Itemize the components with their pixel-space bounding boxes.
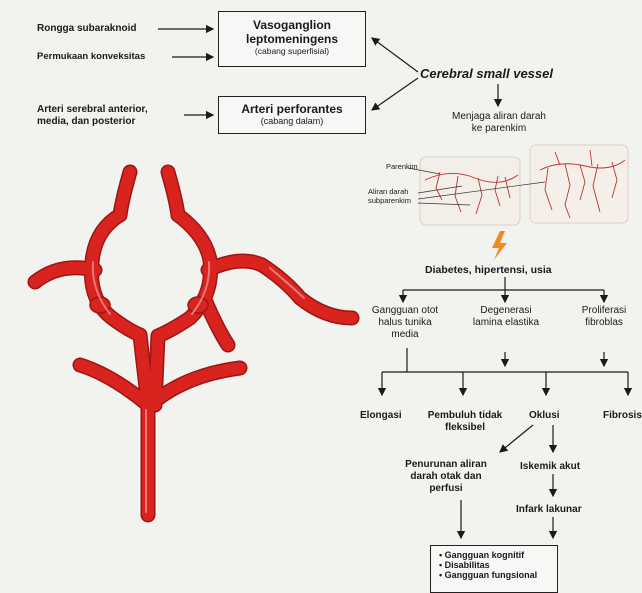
node-fibrosis: Fibrosis xyxy=(603,410,642,421)
label-permukaan-konveksitas: Permukaan konveksitas xyxy=(37,51,145,63)
label-arteri-serebral: Arteri serebral anterior, media, dan pos… xyxy=(37,104,148,128)
outcome-item: • Gangguan kognitif xyxy=(439,550,557,560)
label-rongga-subaraknoid: Rongga subaraknoid xyxy=(37,23,136,35)
arterial-ring-illustration xyxy=(35,172,352,515)
node-elongasi: Elongasi xyxy=(360,410,402,421)
label-parenkim: Parenkim xyxy=(386,162,418,171)
node-iskemik-akut: Iskemik akut xyxy=(520,461,580,472)
node-gangguan-otot: Gangguan otot halus tunika media xyxy=(364,305,446,341)
outcome-item: • Gangguan fungsional xyxy=(439,570,557,580)
parenchyma-illustration xyxy=(408,145,628,225)
node-oklusi: Oklusi xyxy=(529,410,560,421)
node-penurunan-aliran: Penurunan aliran darah otak dan perfusi xyxy=(398,459,494,495)
outcomes-box: • Gangguan kognitif • Disabilitas • Gang… xyxy=(430,545,558,593)
box-vasoganglion: Vasoganglion leptomeningens (cabang supe… xyxy=(218,11,366,67)
label-aliran-darah: Aliran darah subparenkim xyxy=(368,187,411,205)
lightning-bolt-icon xyxy=(492,231,507,260)
arrow-csv-veso xyxy=(372,38,418,72)
box-arteri-perforantes: Arteri perforantes (cabang dalam) xyxy=(218,96,366,134)
csv-description: Menjaga aliran darah ke parenkim xyxy=(440,111,558,135)
outcome-item: • Disabilitas xyxy=(439,560,557,570)
node-degenerasi: Degenerasi lamina elastika xyxy=(460,305,552,329)
node-proliferasi: Proliferasi fibroblas xyxy=(568,305,640,329)
arrow-csv-perf xyxy=(372,78,418,110)
csv-title: Cerebral small vessel xyxy=(420,66,553,81)
node-pembuluh: Pembuluh tidak fleksibel xyxy=(420,410,510,434)
node-infark-lakunar: Infark lakunar xyxy=(516,504,582,515)
causes-label: Diabetes, hipertensi, usia xyxy=(425,264,552,276)
